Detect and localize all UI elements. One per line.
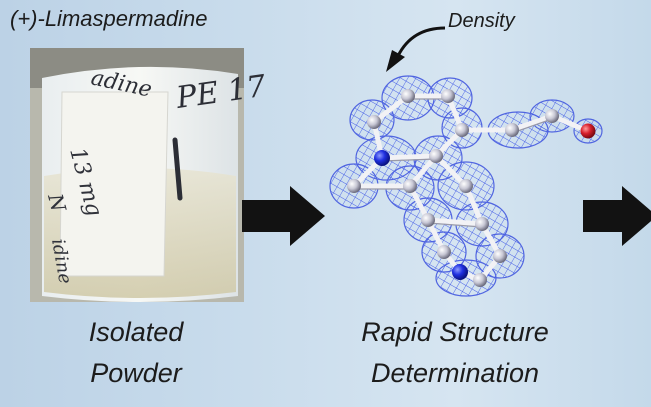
nitrogen-atoms (374, 150, 468, 280)
step-2-caption-line-1: Rapid Structure (361, 317, 549, 347)
compound-title: (+)-Limaspermadine (10, 6, 208, 31)
density-pointer-arrow (386, 26, 446, 72)
process-arrow-2 (583, 186, 651, 246)
vial-photo: 13 mg N idine adine PE 17 (30, 48, 269, 302)
density-mesh (329, 75, 603, 297)
molecule-bonds-shade (354, 98, 553, 228)
oxygen-atom (580, 123, 596, 139)
step-1-caption-line-2: Powder (90, 358, 182, 388)
step-1-caption-line-1: Isolated (88, 317, 184, 347)
carbon-atoms (347, 89, 559, 287)
step-2-caption-line-2: Determination (370, 358, 540, 388)
density-label: Density (448, 10, 515, 32)
process-arrow-1 (242, 186, 325, 246)
